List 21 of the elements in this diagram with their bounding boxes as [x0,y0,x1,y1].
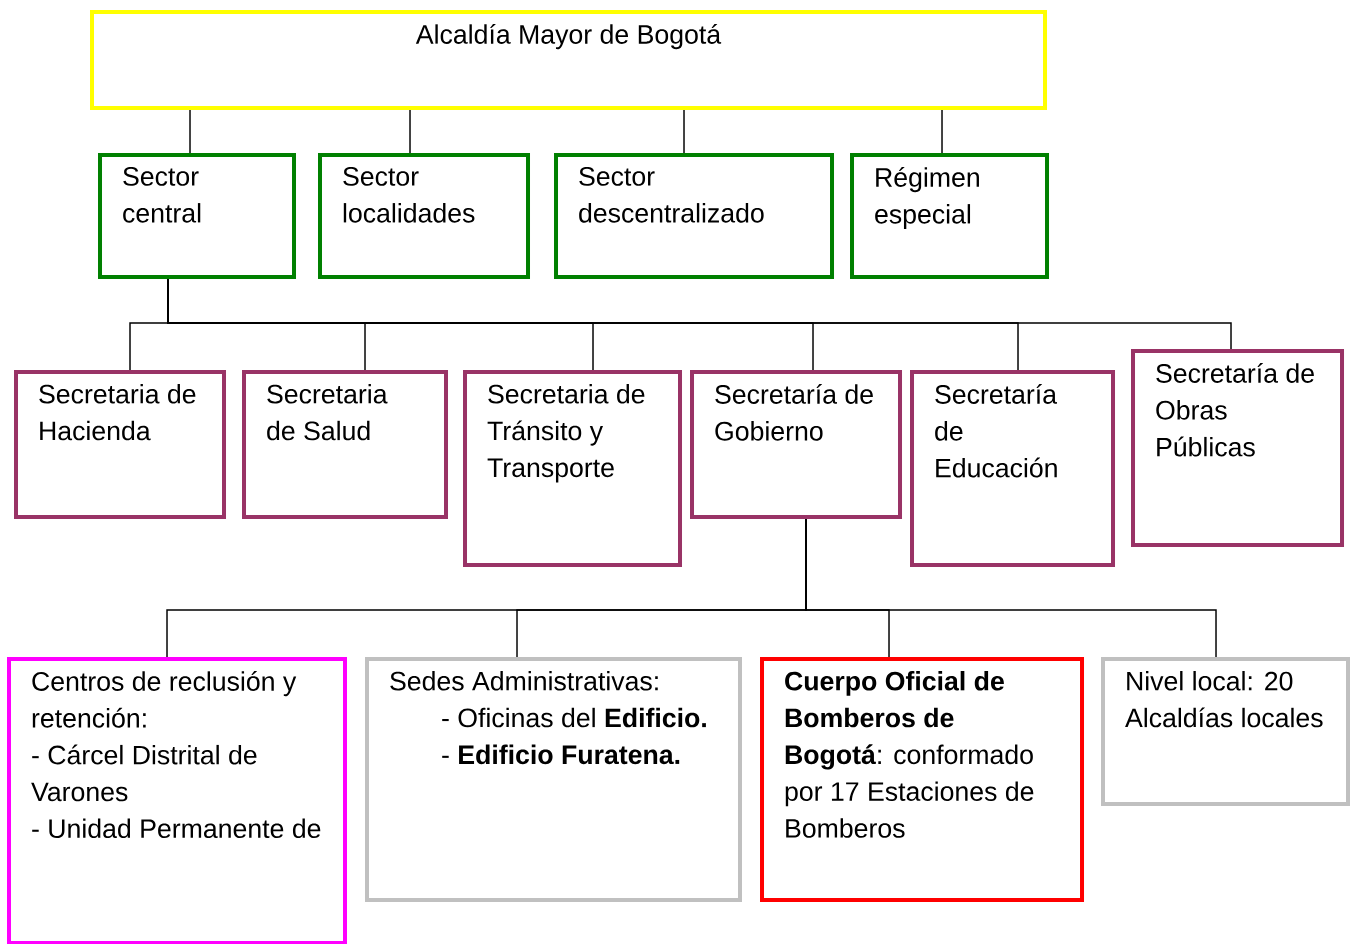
connector-line [409,109,411,154]
org-box: Régimen especial [850,153,1049,279]
connector-line [805,518,1217,658]
org-box: Secretaría de Gobierno [690,370,902,519]
org-box: Secretaría de Obras Públicas [1131,349,1344,547]
org-box: Sector central [98,153,296,279]
org-box: Secretaria de Salud [242,370,448,519]
org-box: Alcaldía Mayor de Bogotá [90,10,1047,110]
connector-line [189,109,191,154]
org-box: Secretaría de Educación [910,370,1115,567]
org-box: Sector localidades [318,153,530,279]
org-box: Nivel local: 20 Alcaldías locales [1101,657,1350,806]
org-box: Secretaria de Hacienda [14,370,226,519]
connector-line [941,109,943,154]
org-box: Centros de reclusión y retención: - Cárcel Distrital de Varones - Unidad Permanente de [7,657,347,944]
connector-line [683,109,685,154]
org-box: Sector descentralizado [554,153,834,279]
org-box: Cuerpo Oficial de Bomberos de Bogotá: conformado por 17 Estaciones de Bomberos [760,657,1084,902]
org-box: Secretaria de Tránsito y Transporte [463,370,682,567]
connector-line [167,278,1232,350]
org-box: Sedes Administrativas: - Oficinas del Edificio. - Edificio Furatena. [365,657,742,902]
